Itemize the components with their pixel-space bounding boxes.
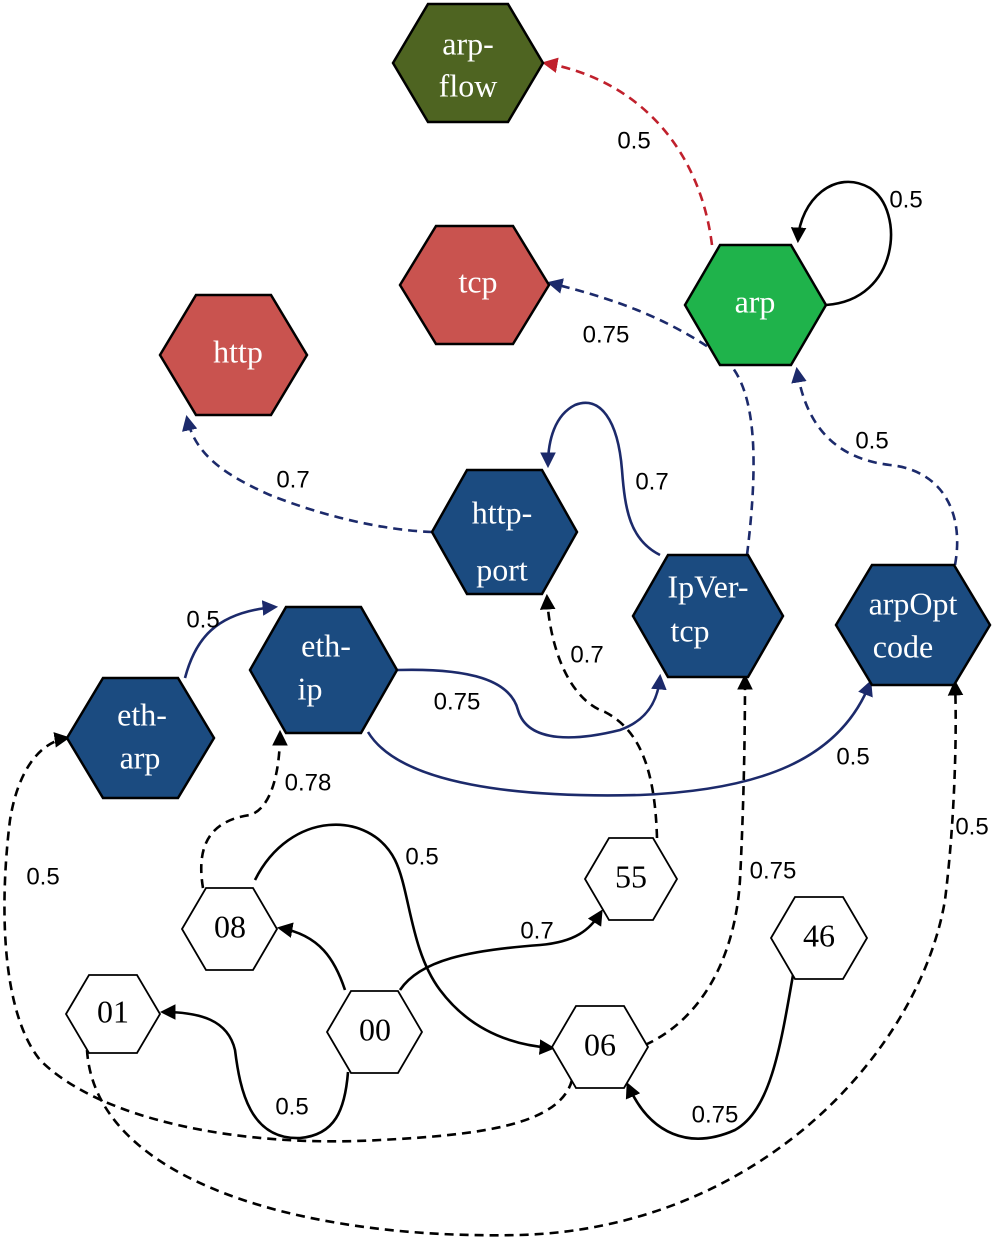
node-http-port[interactable]: http- port <box>430 468 579 596</box>
node-eth-ip-label-line1: eth- <box>301 627 351 663</box>
edge-06-to-eth-arp <box>3 732 574 1143</box>
edge-label-http-port-to-http: 0.7 <box>276 466 309 493</box>
edge-label-00-to-01: 0.5 <box>275 1093 308 1120</box>
edge-label-00-to-55: 0.7 <box>520 917 553 944</box>
node-ipver-tcp-label-line1: IpVer- <box>667 568 748 604</box>
node-08-shape <box>180 887 279 971</box>
node-00-label: 00 <box>359 1011 391 1047</box>
edge-label-08-to-eth-ip: 0.78 <box>285 769 332 796</box>
node-tcp-shape <box>398 224 551 346</box>
node-arpopt-code-label-line2: code <box>873 628 933 664</box>
edge-label-55-to-http-port: 0.7 <box>570 641 603 668</box>
edge-label-eth-arp-to-eth-ip: 0.5 <box>186 606 219 633</box>
node-eth-ip-label-line2: ip <box>298 670 323 706</box>
node-46[interactable]: 46 <box>769 896 869 980</box>
node-ipver-tcp-label-line2: tcp <box>670 612 709 648</box>
edges-layer: 0.5 0.5 0.75 0.5 0.7 0.7 0.5 0.75 0.5 0.… <box>3 57 989 1237</box>
node-http-port-shape <box>430 468 579 596</box>
node-arp[interactable]: arp <box>683 243 828 367</box>
node-06-label: 06 <box>584 1026 616 1062</box>
node-arpopt-code-label-line1: arpOpt <box>869 585 958 621</box>
node-01[interactable]: 01 <box>64 974 162 1054</box>
edge-arp-self-loop <box>790 180 893 307</box>
edge-label-ipver-tcp-to-tcp: 0.75 <box>583 321 630 348</box>
edge-01-to-arpopt-code <box>85 679 964 1237</box>
node-eth-arp-shape <box>65 676 216 800</box>
edge-eth-ip-to-arpopt-code <box>366 680 873 797</box>
edge-55-to-http-port <box>539 593 659 839</box>
node-arp-flow-label-line2: flow <box>439 67 498 103</box>
edge-00-to-01 <box>159 1004 350 1140</box>
node-arpopt-code-shape <box>834 563 992 687</box>
edge-label-arp-to-arp-flow: 0.5 <box>617 127 650 154</box>
node-eth-arp[interactable]: eth- arp <box>65 676 216 800</box>
node-http-port-label-line1: http- <box>472 494 532 530</box>
node-arp-flow-shape <box>391 2 545 124</box>
node-46-shape <box>769 896 869 980</box>
edge-00-to-08 <box>276 922 347 991</box>
edge-arpopt-code-to-arp <box>791 366 959 566</box>
node-55-label: 55 <box>615 858 647 894</box>
edge-label-06-to-ipver-tcp: 0.75 <box>750 857 797 884</box>
edge-06-to-ipver-tcp <box>644 673 753 1047</box>
node-08[interactable]: 08 <box>180 887 279 971</box>
node-08-label: 08 <box>214 908 246 944</box>
edge-label-06-to-eth-arp: 0.5 <box>26 863 59 890</box>
edge-ipver-tcp-to-tcp <box>546 278 755 556</box>
node-00[interactable]: 00 <box>325 990 424 1074</box>
edge-08-to-eth-ip <box>200 729 288 889</box>
edge-label-ipver-tcp-to-http-port: 0.7 <box>635 468 668 495</box>
edge-label-eth-ip-to-arpopt-code: 0.5 <box>836 743 869 770</box>
node-http-label: http <box>213 333 263 369</box>
edge-label-eth-ip-to-ipver-tcp: 0.75 <box>434 688 481 715</box>
edge-46-to-06 <box>625 974 795 1140</box>
node-arp-flow[interactable]: arp- flow <box>391 2 545 124</box>
node-arp-flow-label-line1: arp- <box>442 25 494 61</box>
node-arp-shape <box>683 243 828 367</box>
node-eth-arp-label-line2: arp <box>120 739 161 775</box>
node-http-shape <box>158 293 309 417</box>
nodes-layer: arp- flow tcp arp http http- port IpVer- <box>64 2 992 1089</box>
node-eth-ip-shape <box>248 605 399 735</box>
node-http[interactable]: http <box>158 293 309 417</box>
node-arp-label: arp <box>735 283 776 319</box>
edge-label-08-to-06: 0.5 <box>405 843 438 870</box>
node-eth-ip[interactable]: eth- ip <box>248 605 399 735</box>
edge-08-to-06 <box>253 823 556 1055</box>
node-55-shape <box>583 837 679 921</box>
node-ipver-tcp-shape <box>631 553 785 679</box>
node-01-label: 01 <box>97 993 129 1029</box>
edge-arp-to-arp-flow <box>541 57 714 246</box>
edge-00-to-55 <box>398 909 603 991</box>
node-ipver-tcp[interactable]: IpVer- tcp <box>631 553 785 679</box>
edge-eth-arp-to-eth-ip <box>183 600 279 679</box>
edge-label-46-to-06: 0.75 <box>692 1101 739 1128</box>
node-55[interactable]: 55 <box>583 837 679 921</box>
node-01-shape <box>64 974 162 1054</box>
node-06-shape <box>550 1005 650 1089</box>
node-06[interactable]: 06 <box>550 1005 650 1089</box>
edge-http-port-to-http <box>182 414 433 534</box>
node-tcp[interactable]: tcp <box>398 224 551 346</box>
node-tcp-label: tcp <box>458 263 497 299</box>
edge-ipver-tcp-to-http-port <box>540 401 661 557</box>
edge-label-arp-self-loop: 0.5 <box>889 186 922 213</box>
node-eth-arp-label-line1: eth- <box>117 696 167 732</box>
edge-eth-ip-to-ipver-tcp <box>396 668 667 739</box>
node-arpopt-code[interactable]: arpOpt code <box>834 563 992 687</box>
edge-label-arpopt-code-to-arp: 0.5 <box>855 427 888 454</box>
node-46-label: 46 <box>803 917 835 953</box>
node-http-port-label-line2: port <box>476 551 528 587</box>
node-00-shape <box>325 990 424 1074</box>
edge-label-01-to-arpopt-code: 0.5 <box>955 813 988 840</box>
